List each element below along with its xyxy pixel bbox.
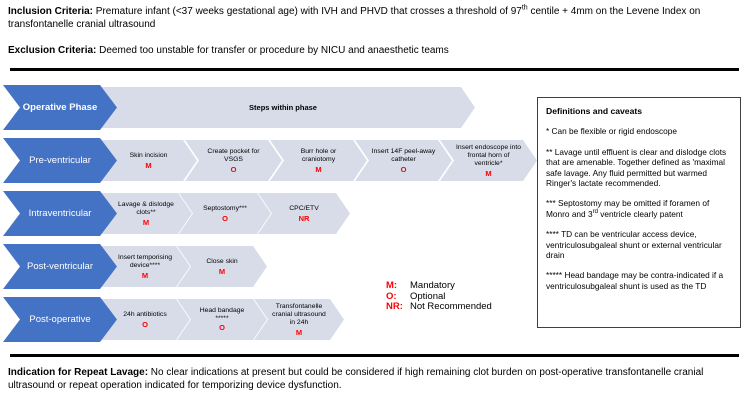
definition-td: **** TD can be ventricular access device… <box>546 229 722 261</box>
step-label: 24h antibiotics <box>123 310 167 318</box>
step-code: M <box>295 327 303 337</box>
steps-banner-label: Steps within phase <box>249 103 317 112</box>
phase-label: Pre-ventricular <box>29 155 91 166</box>
definition-septostomy-pre: *** Septostomy may be omitted if foramen… <box>546 198 710 219</box>
step-close-skin: Close skin M <box>177 246 267 287</box>
inclusion-body-end: centile + 4mm on the Levene Index on tra… <box>8 6 701 30</box>
step-label: Lavage & dislodge clots** <box>118 200 174 216</box>
definitions-box: Definitions and caveats * Can be flexibl… <box>537 97 741 328</box>
legend-key: O: <box>386 290 397 302</box>
steps-row-pre-ventricular: Skin incision M Create pocket for VSGS O… <box>100 140 525 181</box>
step-label: Transfontanelle cranial ultrasound in 24… <box>272 302 326 326</box>
legend-row-not-recommended: NR: Not Recommended <box>386 301 492 313</box>
steps-row-intraventricular: Lavage & dislodge clots** M Septostomy**… <box>100 193 337 234</box>
exclusion-criteria-text: Exclusion Criteria: Deemed too unstable … <box>8 44 744 57</box>
inclusion-body: Premature infant (<37 weeks gestational … <box>93 6 522 17</box>
step-skin-incision: Skin incision M <box>100 140 197 181</box>
step-code: M <box>485 168 492 178</box>
step-code: O <box>222 213 228 223</box>
step-code: O <box>219 323 225 332</box>
step-create-pocket-vsgs: Create pocket for VSGS O <box>185 140 282 181</box>
legend-value: Not Recommended <box>410 301 492 312</box>
steps-row-post-operative: 24h antibiotics O Head bandage ***** O T… <box>100 299 331 340</box>
repeat-lavage-text: Indication for Repeat Lavage: No clear i… <box>8 366 744 392</box>
step-label: Insert temporising device**** <box>117 253 173 269</box>
inclusion-criteria-text: Inclusion Criteria: Premature infant (<3… <box>8 5 744 31</box>
step-label: Close skin <box>206 257 238 265</box>
phase-label: Intraventricular <box>28 208 92 219</box>
phase-header-label: Operative Phase <box>22 102 98 113</box>
exclusion-label: Exclusion Criteria: <box>8 45 97 56</box>
legend: M: Mandatory O: Optional NR: Not Recomme… <box>386 280 492 313</box>
step-label: CPC/ETV <box>289 204 319 212</box>
step-code: M <box>218 266 226 276</box>
legend-value: Mandatory <box>410 280 455 291</box>
definition-lavage: ** Lavage until effluent is clear and di… <box>546 146 727 189</box>
legend-key: NR: <box>386 301 403 312</box>
step-label-asterisks: ***** <box>215 315 229 322</box>
step-code: M <box>142 217 150 227</box>
step-label: Insert endoscope into frontal horn of ve… <box>456 143 521 167</box>
step-transfontanelle-ultrasound: Transfontanelle cranial ultrasound in 24… <box>254 299 344 340</box>
phase-label: Post-ventricular <box>27 261 93 272</box>
top-divider-line <box>10 68 739 71</box>
step-code: O <box>400 164 407 174</box>
steps-within-phase-chevron: Steps within phase <box>91 87 475 128</box>
step-label: Create pocket for VSGS <box>207 147 260 163</box>
definition-septostomy-sup: rd <box>592 209 598 216</box>
step-label: Septostomy*** <box>203 204 247 212</box>
definition-septostomy-post: ventricle clearly patent <box>597 208 683 219</box>
step-insert-14f-catheter: Insert 14F peel-away catheter O <box>355 140 452 181</box>
step-label: Insert 14F peel-away catheter <box>371 147 436 163</box>
legend-key: M: <box>386 280 398 291</box>
phase-post-ventricular: Post-ventricular <box>3 244 117 289</box>
definition-endoscope: * Can be flexible or rigid endoscope <box>546 126 677 137</box>
step-code: O <box>230 164 237 174</box>
step-head-bandage: Head bandage ***** O <box>177 299 267 340</box>
definition-head-bandage: ***** Head bandage may be contra-indicat… <box>546 270 724 291</box>
phase-intraventricular: Intraventricular <box>3 191 117 236</box>
definition-septostomy: *** Septostomy may be omitted if foramen… <box>546 198 732 219</box>
exclusion-body: Deemed too unstable for transfer or proc… <box>96 45 449 56</box>
repeat-lavage-body: No clear indications at present but coul… <box>8 367 704 391</box>
legend-row-mandatory: M: Mandatory <box>386 280 492 292</box>
step-code: M <box>141 270 149 280</box>
step-code: O <box>142 319 148 329</box>
phase-label: Post-operative <box>29 314 91 325</box>
step-code: M <box>315 164 322 174</box>
repeat-lavage-label: Indication for Repeat Lavage: <box>8 367 149 378</box>
step-cpc-etv: CPC/ETV NR <box>258 193 350 234</box>
definitions-title: Definitions and caveats <box>546 106 642 116</box>
inclusion-superscript: th <box>521 4 528 12</box>
steps-row-post-ventricular: Insert temporising device**** M Close sk… <box>100 246 254 287</box>
legend-row-optional: O: Optional <box>386 290 492 303</box>
step-label: Head bandage <box>199 307 245 314</box>
bottom-divider-line <box>10 354 739 357</box>
phase-header-chevron: Operative Phase <box>3 85 117 130</box>
step-burr-hole-craniotomy: Burr hole or craniotomy M <box>270 140 367 181</box>
phase-post-operative: Post-operative <box>3 297 117 342</box>
step-code: NR <box>298 213 310 223</box>
step-label: Skin incision <box>129 151 168 159</box>
step-label: Burr hole or craniotomy <box>300 147 337 163</box>
step-insert-endoscope: Insert endoscope into frontal horn of ve… <box>440 140 537 181</box>
phase-pre-ventricular: Pre-ventricular <box>3 138 117 183</box>
step-code: M <box>145 160 152 170</box>
legend-value: Optional <box>410 290 446 302</box>
inclusion-label: Inclusion Criteria: <box>8 6 94 17</box>
step-septostomy: Septostomy*** O <box>179 193 271 234</box>
